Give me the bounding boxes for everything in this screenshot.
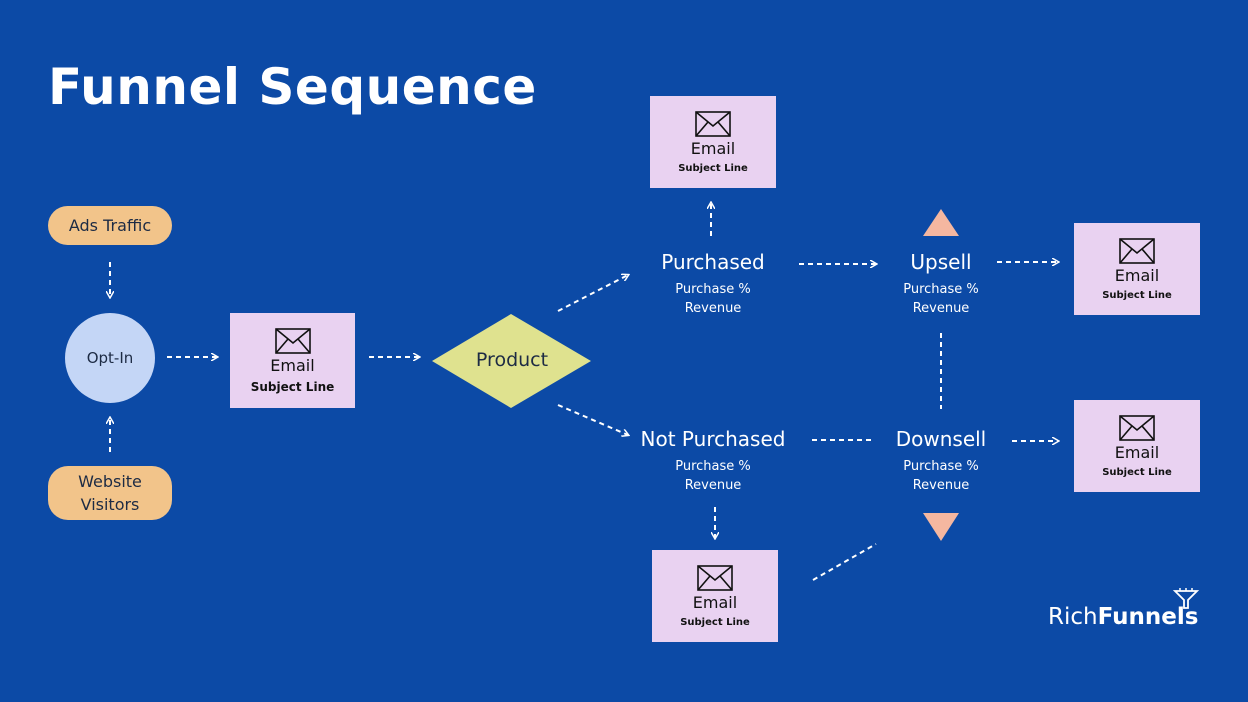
purchased-metric-revenue: Revenue <box>684 301 742 316</box>
email-box-not-purchased: Email Subject Line <box>652 550 778 642</box>
downsell-metric-revenue: Revenue <box>912 478 970 493</box>
downsell-node: Downsell Purchase % Revenue <box>876 427 1006 495</box>
arrow-product-to-purchased <box>557 275 628 312</box>
envelope-icon <box>695 110 731 137</box>
email-box-downsell: Email Subject Line <box>1074 400 1200 492</box>
richfunnels-logo: RichFunnels <box>1048 604 1198 630</box>
envelope-icon <box>697 564 733 591</box>
opt-in-circle: Opt-In <box>65 313 155 403</box>
purchased-metric-purchase: Purchase % <box>675 282 751 297</box>
website-visitors-label-line2: Visitors <box>80 495 140 514</box>
not-purchased-metric-purchase: Purchase % <box>675 459 751 474</box>
triangle-up-icon <box>923 209 959 236</box>
email-subject: Subject Line <box>1102 289 1172 301</box>
line-email-to-downsell <box>812 543 877 581</box>
email-box-upsell: Email Subject Line <box>1074 223 1200 315</box>
ads-traffic-pill: Ads Traffic <box>48 206 172 245</box>
email-subject: Subject Line <box>678 162 748 174</box>
not-purchased-node: Not Purchased Purchase % Revenue <box>628 427 798 495</box>
downsell-metric-purchase: Purchase % <box>903 459 979 474</box>
email-subject: Subject Line <box>680 616 750 628</box>
email-label: Email <box>1114 442 1160 462</box>
envelope-icon <box>1119 237 1155 264</box>
product-diamond <box>432 314 591 408</box>
ads-traffic-label: Ads Traffic <box>68 216 152 235</box>
upsell-node: Upsell Purchase % Revenue <box>876 250 1006 318</box>
funnel-icon <box>1172 588 1200 609</box>
envelope-icon <box>274 327 311 354</box>
email-subject: Subject Line <box>1102 466 1172 478</box>
product-label: Product <box>475 349 549 371</box>
website-visitors-label-line1: Website <box>78 472 142 491</box>
arrow-product-to-not-purchased <box>557 404 628 435</box>
opt-in-label: Opt-In <box>86 349 134 367</box>
email-box-purchased: Email Subject Line <box>650 96 776 188</box>
page-title: Funnel Sequence <box>48 58 537 116</box>
email-label: Email <box>1114 265 1160 285</box>
upsell-metric-revenue: Revenue <box>912 301 970 316</box>
not-purchased-title: Not Purchased <box>640 427 786 451</box>
email-label: Email <box>692 592 738 612</box>
purchased-node: Purchased Purchase % Revenue <box>633 250 793 318</box>
purchased-title: Purchased <box>661 250 765 274</box>
email-label: Email <box>690 138 736 158</box>
triangle-down-icon <box>923 513 959 541</box>
envelope-icon <box>1119 414 1155 441</box>
upsell-metric-purchase: Purchase % <box>903 282 979 297</box>
logo-text-light: Rich <box>1048 604 1098 630</box>
downsell-title: Downsell <box>895 427 987 451</box>
not-purchased-metric-revenue: Revenue <box>684 478 742 493</box>
upsell-title: Upsell <box>910 250 972 274</box>
website-visitors-pill: Website Visitors <box>48 466 172 520</box>
email-box-optin: Email Subject Line <box>230 313 355 408</box>
logo-text-bold: Funnels <box>1097 604 1199 630</box>
email-subject: Subject Line <box>250 379 335 394</box>
email-label: Email <box>270 355 315 375</box>
